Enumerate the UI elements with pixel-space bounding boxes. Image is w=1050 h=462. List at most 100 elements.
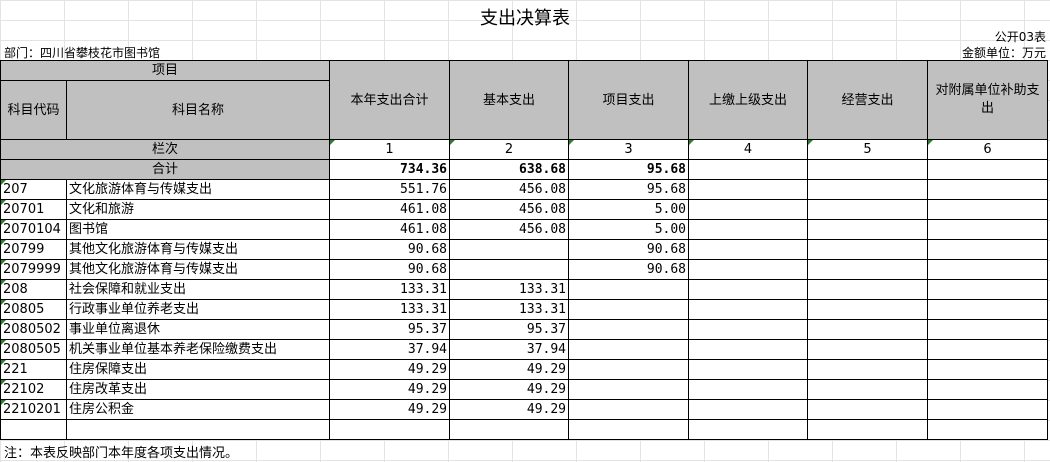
total-label[interactable]: 合计: [0, 159, 331, 180]
cell-empty[interactable]: [568, 419, 690, 440]
cell-name[interactable]: 行政事业单位养老支出: [65, 299, 331, 320]
cell-code[interactable]: 2080502: [0, 319, 67, 340]
cell-name[interactable]: 住房保障支出: [65, 359, 331, 380]
cell-project[interactable]: [568, 399, 690, 420]
cell-total[interactable]: 90.68: [329, 259, 451, 280]
cell-business[interactable]: [807, 179, 929, 200]
cell-total[interactable]: 49.29: [329, 359, 451, 380]
cell-basic[interactable]: 49.29: [449, 379, 570, 400]
cell-code[interactable]: 2080505: [0, 339, 67, 360]
header-project[interactable]: 项目支出: [568, 60, 690, 140]
cell-empty[interactable]: [927, 419, 1049, 440]
cell-business[interactable]: [807, 299, 929, 320]
cell-basic[interactable]: 49.29: [449, 359, 570, 380]
cell-upper[interactable]: [688, 399, 809, 420]
cell-subsidy[interactable]: [927, 399, 1049, 420]
cell-basic[interactable]: 456.08: [449, 179, 570, 200]
total-sum[interactable]: 734.36: [329, 159, 451, 180]
cell-upper[interactable]: [688, 219, 809, 240]
cell-project[interactable]: 95.68: [568, 179, 690, 200]
cell-name[interactable]: 事业单位离退休: [65, 319, 331, 340]
cell-empty[interactable]: [65, 419, 331, 440]
cell-business[interactable]: [807, 239, 929, 260]
cell-upper[interactable]: [688, 319, 809, 340]
col-num-3[interactable]: 3: [568, 139, 690, 160]
cell-total[interactable]: 461.08: [329, 219, 451, 240]
cell-basic[interactable]: 37.94: [449, 339, 570, 360]
cell-subsidy[interactable]: [927, 359, 1049, 380]
total-subsidy[interactable]: [927, 159, 1049, 180]
col-num-5[interactable]: 5: [807, 139, 929, 160]
header-name[interactable]: 科目名称: [65, 80, 331, 140]
cell-project[interactable]: [568, 319, 690, 340]
cell-upper[interactable]: [688, 379, 809, 400]
cell-total[interactable]: 49.29: [329, 379, 451, 400]
cell-project[interactable]: [568, 359, 690, 380]
cell-business[interactable]: [807, 399, 929, 420]
cell-basic[interactable]: 456.08: [449, 199, 570, 220]
cell-subsidy[interactable]: [927, 319, 1049, 340]
cell-name[interactable]: 文化和旅游: [65, 199, 331, 220]
cell-business[interactable]: [807, 339, 929, 360]
cell-subsidy[interactable]: [927, 299, 1049, 320]
cell-code[interactable]: 2210201: [0, 399, 67, 420]
cell-upper[interactable]: [688, 199, 809, 220]
cell-project[interactable]: 90.68: [568, 239, 690, 260]
cell-code[interactable]: 20799: [0, 239, 67, 260]
cell-subsidy[interactable]: [927, 259, 1049, 280]
cell-project[interactable]: [568, 299, 690, 320]
cell-upper[interactable]: [688, 279, 809, 300]
cell-upper[interactable]: [688, 259, 809, 280]
cell-name[interactable]: 文化旅游体育与传媒支出: [65, 179, 331, 200]
col-num-1[interactable]: 1: [329, 139, 451, 160]
cell-code[interactable]: 20805: [0, 299, 67, 320]
cell-project[interactable]: 5.00: [568, 199, 690, 220]
cell-code[interactable]: 2070104: [0, 219, 67, 240]
cell-basic[interactable]: 456.08: [449, 219, 570, 240]
cell-code[interactable]: 20701: [0, 199, 67, 220]
cell-name[interactable]: 社会保障和就业支出: [65, 279, 331, 300]
total-business[interactable]: [807, 159, 929, 180]
cell-project[interactable]: [568, 379, 690, 400]
cell-project[interactable]: [568, 339, 690, 360]
cell-subsidy[interactable]: [927, 219, 1049, 240]
header-basic[interactable]: 基本支出: [449, 60, 570, 140]
cell-total[interactable]: 461.08: [329, 199, 451, 220]
col-num-2[interactable]: 2: [449, 139, 570, 160]
cell-subsidy[interactable]: [927, 199, 1049, 220]
cell-business[interactable]: [807, 359, 929, 380]
cell-empty[interactable]: [449, 419, 570, 440]
header-column-label[interactable]: 栏次: [0, 139, 331, 160]
cell-code[interactable]: 22102: [0, 379, 67, 400]
cell-name[interactable]: 住房改革支出: [65, 379, 331, 400]
cell-business[interactable]: [807, 259, 929, 280]
col-num-6[interactable]: 6: [927, 139, 1049, 160]
cell-project[interactable]: 5.00: [568, 219, 690, 240]
header-business[interactable]: 经营支出: [807, 60, 929, 140]
cell-business[interactable]: [807, 199, 929, 220]
cell-empty[interactable]: [329, 419, 451, 440]
col-num-4[interactable]: 4: [688, 139, 809, 160]
cell-total[interactable]: 49.29: [329, 399, 451, 420]
cell-name[interactable]: 图书馆: [65, 219, 331, 240]
cell-subsidy[interactable]: [927, 379, 1049, 400]
cell-total[interactable]: 551.76: [329, 179, 451, 200]
cell-code[interactable]: 221: [0, 359, 67, 380]
header-upper[interactable]: 上缴上级支出: [688, 60, 809, 140]
cell-upper[interactable]: [688, 359, 809, 380]
cell-subsidy[interactable]: [927, 339, 1049, 360]
cell-empty[interactable]: [688, 419, 809, 440]
cell-business[interactable]: [807, 279, 929, 300]
cell-subsidy[interactable]: [927, 279, 1049, 300]
cell-basic[interactable]: 133.31: [449, 279, 570, 300]
header-code[interactable]: 科目代码: [0, 80, 67, 140]
cell-total[interactable]: 95.37: [329, 319, 451, 340]
cell-name[interactable]: 住房公积金: [65, 399, 331, 420]
total-basic[interactable]: 638.68: [449, 159, 570, 180]
cell-business[interactable]: [807, 379, 929, 400]
cell-name[interactable]: 其他文化旅游体育与传媒支出: [65, 239, 331, 260]
cell-subsidy[interactable]: [927, 179, 1049, 200]
header-subsidy[interactable]: 对附属单位补助支出: [927, 60, 1049, 140]
header-total[interactable]: 本年支出合计: [329, 60, 451, 140]
cell-code[interactable]: 2079999: [0, 259, 67, 280]
